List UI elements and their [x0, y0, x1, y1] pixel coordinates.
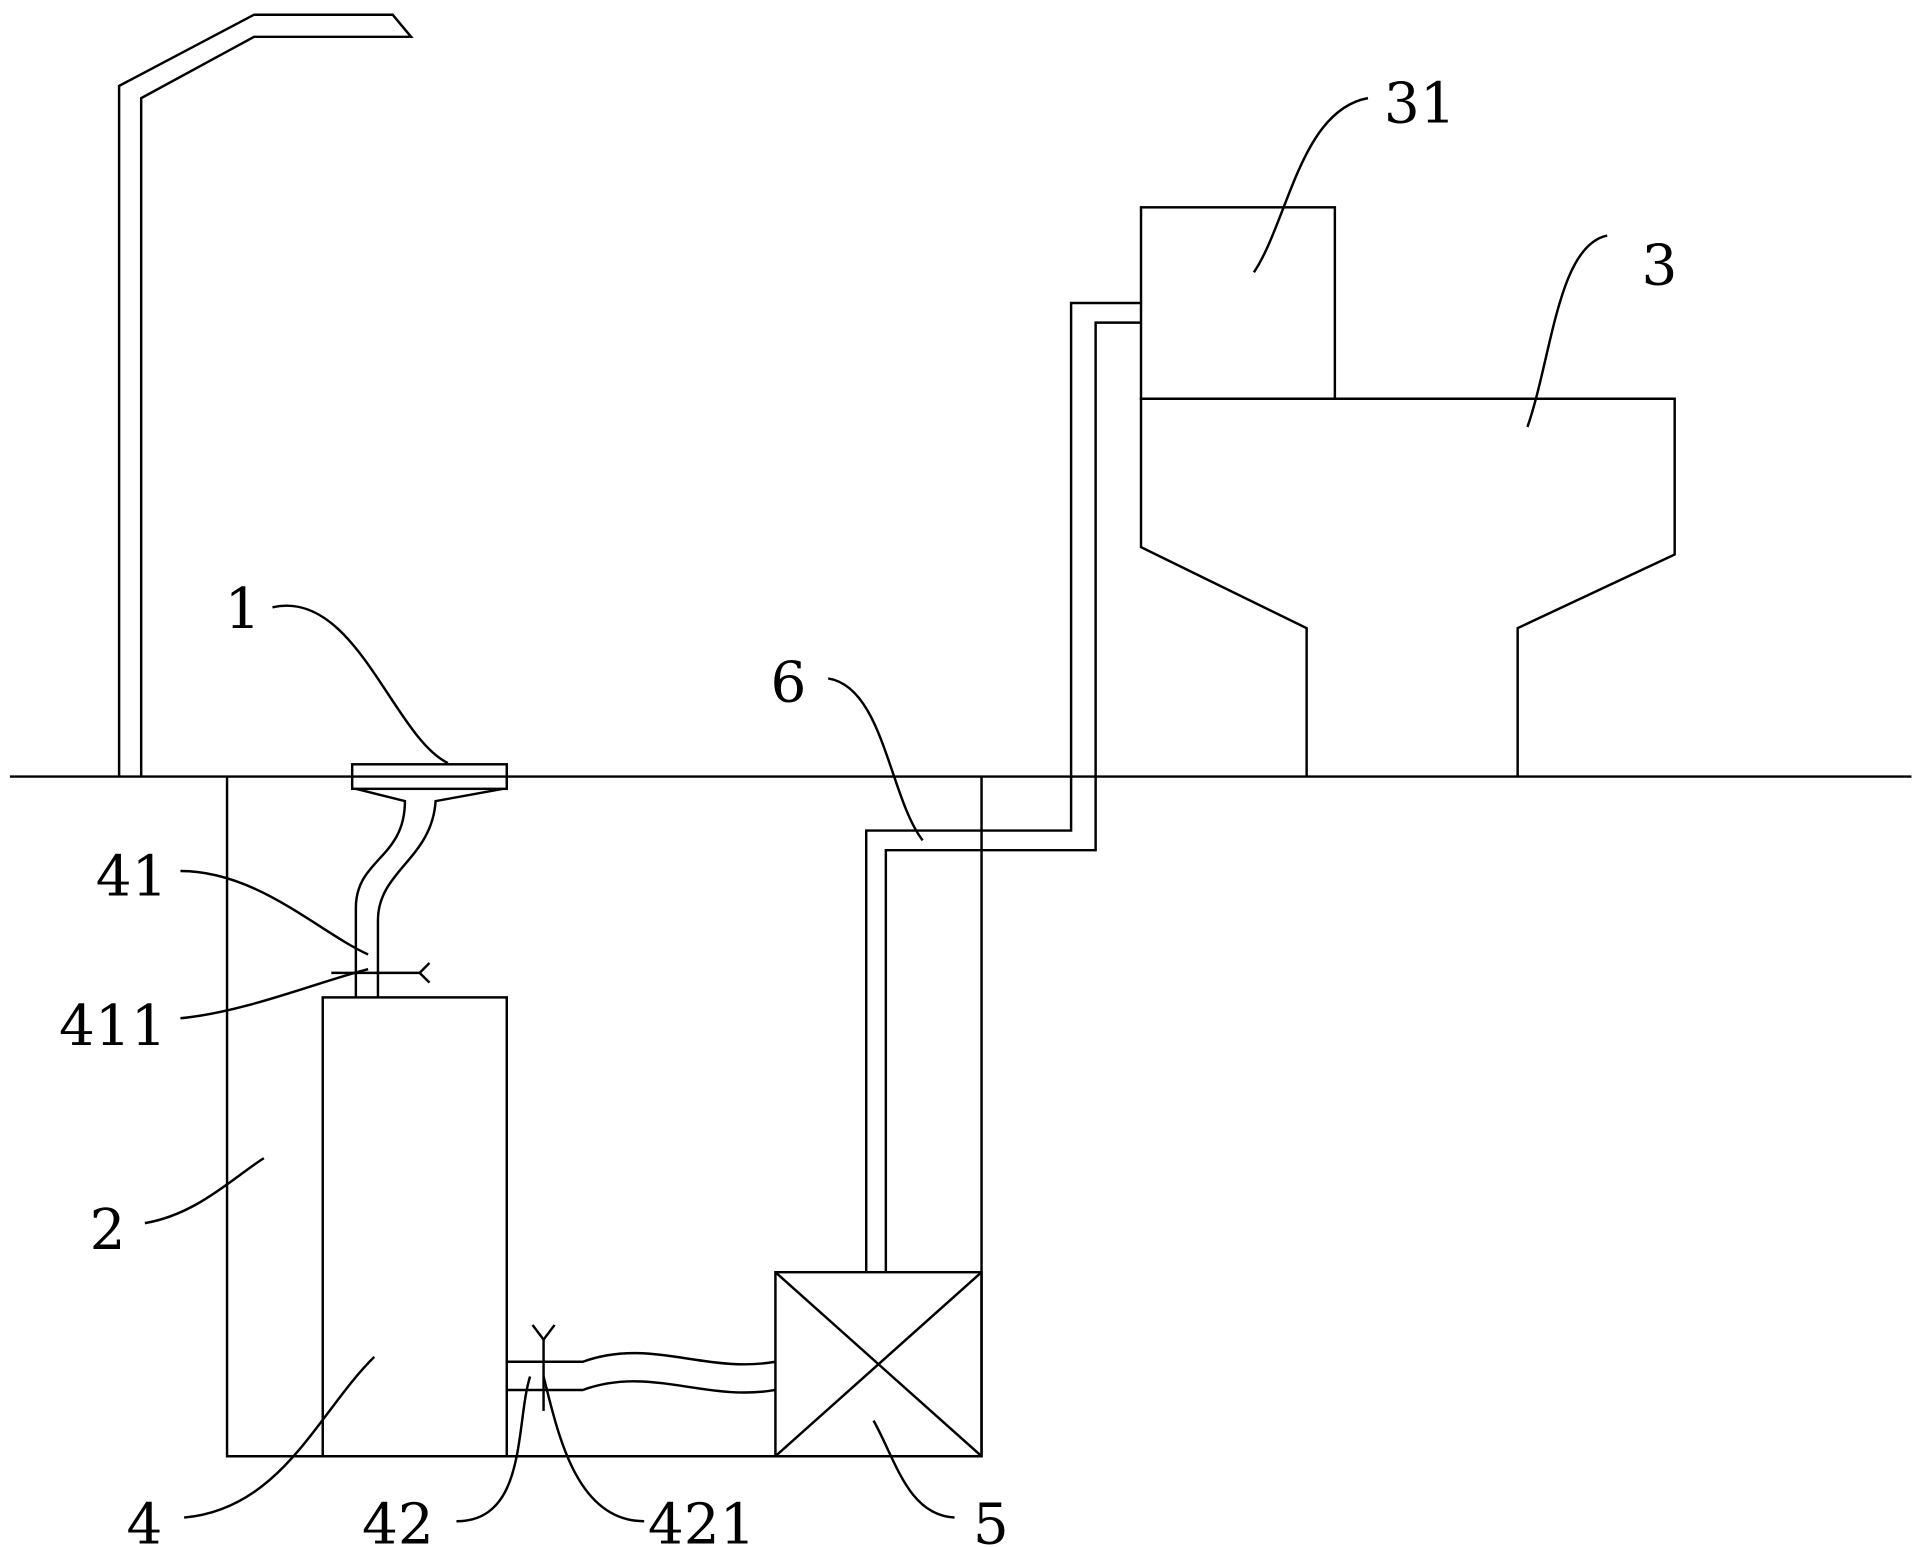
label-421: 421	[648, 1492, 756, 1547]
toilet-bowl	[1139, 397, 1676, 777]
pipe-42	[506, 1351, 776, 1394]
label-1: 1	[225, 577, 261, 642]
label-4: 4	[126, 1492, 162, 1547]
leader-lines	[144, 96, 1608, 1523]
label-42: 42	[362, 1492, 434, 1547]
equipment-box	[774, 1270, 983, 1458]
street-lamp	[117, 13, 414, 777]
tank	[321, 996, 508, 1458]
label-6: 6	[771, 651, 807, 716]
valve-421	[531, 1324, 556, 1411]
pit	[225, 776, 983, 1458]
label-411: 411	[59, 994, 167, 1059]
label-41: 41	[96, 845, 168, 910]
valve-411	[331, 962, 431, 984]
pipe-6-outer	[864, 301, 1142, 1273]
manhole-cover	[350, 763, 508, 791]
label-5: 5	[973, 1492, 1009, 1547]
funnel	[354, 787, 504, 998]
label-3: 3	[1642, 234, 1678, 299]
label-2: 2	[90, 1198, 126, 1263]
label-31: 31	[1384, 72, 1456, 137]
pipe-6-inner	[884, 321, 1142, 1273]
toilet-tank	[1139, 206, 1337, 400]
